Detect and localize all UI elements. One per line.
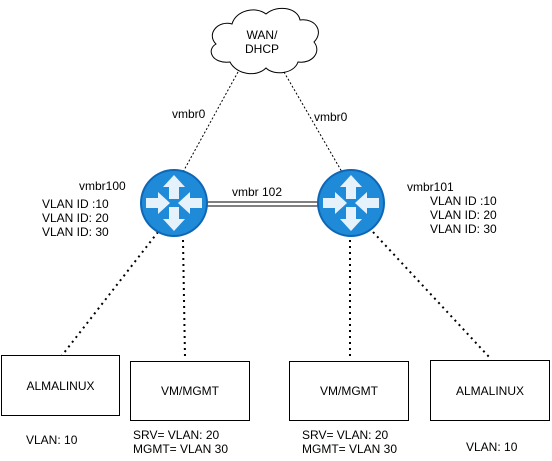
node-vm-mgmt-right-note-1: SRV= VLAN: 20 bbox=[302, 428, 389, 442]
router-right-vlan-3: VLAN ID: 30 bbox=[430, 222, 497, 236]
node-vm-mgmt-right-label: VM/MGMT bbox=[320, 384, 378, 398]
downlink-right-almalinux bbox=[372, 231, 491, 359]
node-almalinux-right-label: ALMALINUX bbox=[455, 383, 525, 398]
router-left-vlan-list: VLAN ID :10 VLAN ID: 20 VLAN ID: 30 bbox=[42, 197, 109, 239]
node-almalinux-right: ALMALINUX bbox=[430, 360, 550, 421]
node-almalinux-left-note: VLAN: 10 bbox=[26, 433, 78, 447]
node-vm-mgmt-left-notes: SRV= VLAN: 20 MGMT= VLAN 30 bbox=[133, 428, 228, 456]
wan-cloud-shape bbox=[210, 7, 319, 75]
node-almalinux-left: ALMALINUX bbox=[1, 355, 120, 416]
node-almalinux-right-note: VLAN: 10 bbox=[466, 440, 518, 454]
router-left-vlan-1: VLAN ID :10 bbox=[42, 197, 109, 211]
node-vm-mgmt-right: VM/MGMT bbox=[289, 361, 409, 421]
router-left-vlan-3: VLAN ID: 30 bbox=[42, 225, 109, 239]
router-right-name: vmbr101 bbox=[407, 180, 454, 194]
cloud-line-1: WAN/ bbox=[246, 28, 278, 42]
router-right-vlan-list: VLAN ID :10 VLAN ID: 20 VLAN ID: 30 bbox=[430, 194, 497, 236]
bridge-label: vmbr 102 bbox=[232, 185, 283, 199]
node-vm-mgmt-left-note-1: SRV= VLAN: 20 bbox=[133, 428, 220, 442]
node-vm-mgmt-right-notes: SRV= VLAN: 20 MGMT= VLAN 30 bbox=[302, 428, 397, 456]
wan-cloud-label: WAN/ DHCP bbox=[222, 28, 302, 56]
router-left-name: vmbr100 bbox=[79, 179, 126, 193]
downlink-left-almalinux bbox=[59, 231, 159, 359]
cloud-line-2: DHCP bbox=[244, 42, 279, 56]
node-vm-mgmt-left-label: VM/MGMT bbox=[161, 384, 219, 398]
left-uplink-line bbox=[182, 71, 239, 173]
downlink-left-vm bbox=[182, 239, 186, 359]
left-uplink-label: vmbr0 bbox=[172, 107, 206, 121]
node-vm-mgmt-left-note-2: MGMT= VLAN 30 bbox=[133, 442, 229, 456]
router-left-vlan-2: VLAN ID: 20 bbox=[42, 211, 109, 225]
router-right-vlan-1: VLAN ID :10 bbox=[430, 194, 497, 208]
node-vm-mgmt-right-note-2: MGMT= VLAN 30 bbox=[302, 442, 398, 456]
right-uplink-line bbox=[283, 71, 343, 173]
right-uplink-label: vmbr0 bbox=[314, 110, 348, 124]
node-almalinux-left-label: ALMALINUX bbox=[26, 378, 95, 393]
router-right-icon bbox=[317, 169, 385, 237]
node-vm-mgmt-left: VM/MGMT bbox=[130, 361, 250, 421]
router-left-icon bbox=[140, 169, 208, 237]
router-right-vlan-2: VLAN ID: 20 bbox=[430, 208, 497, 222]
